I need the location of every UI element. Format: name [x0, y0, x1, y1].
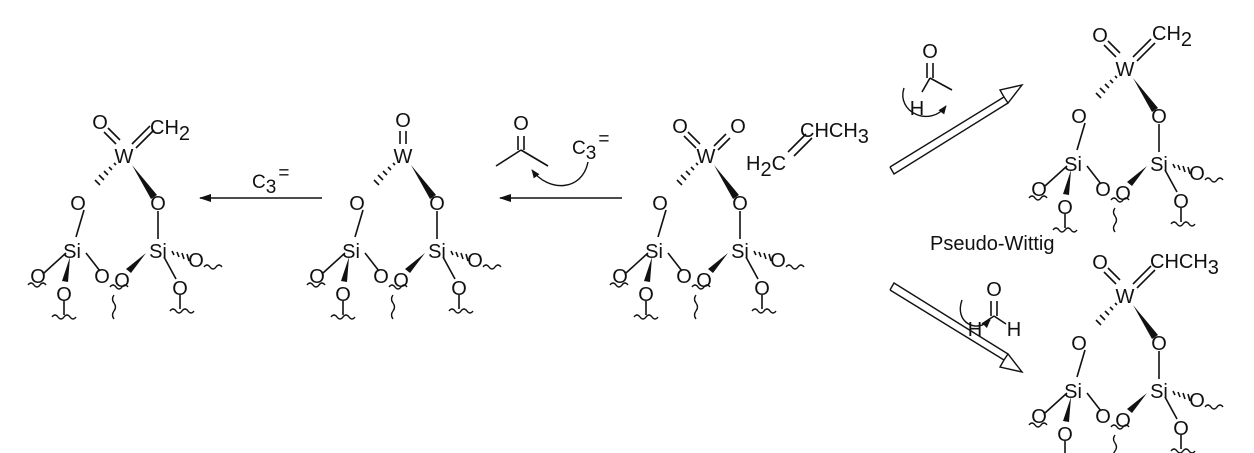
structure-methylidene-right: W O CH2: [1028, 23, 1224, 233]
methylidene-label: CH2: [150, 117, 190, 145]
atom-oxo: O: [92, 112, 108, 134]
reagent-propene-left: C3=: [252, 163, 289, 198]
formaldehyde-h-right: H: [1007, 319, 1021, 341]
formaldehyde-h-left: H: [968, 319, 982, 341]
atom-w: W: [697, 146, 716, 168]
methylidene-label: CH2: [1152, 23, 1192, 51]
ethylidene-label: CHCH3: [1150, 251, 1219, 279]
propene-chch3: CHCH3: [800, 120, 869, 148]
reagent-propene-mid: C3=: [572, 129, 609, 164]
acetone-oxygen: O: [513, 113, 529, 135]
structure-ethylidene: W O CHCH3: [1028, 251, 1224, 453]
arrow-to-oxo: O C3=: [495, 113, 622, 202]
atom-w: W: [115, 146, 134, 168]
atom-oxo: O: [1092, 252, 1108, 274]
formaldehyde-molecule: O H H: [968, 279, 1021, 341]
acetaldehyde-oxygen: O: [922, 41, 938, 63]
structure-dioxo-propene: W O O H2C CHCH3: [609, 116, 869, 320]
propene-molecule: H2C CHCH3: [746, 120, 869, 181]
atom-oxo-right: O: [730, 116, 746, 138]
arrow-wittig-lower: O H H: [889, 279, 1024, 374]
arrow-propene-left: C3=: [199, 163, 322, 202]
structure-methylidene-left: W O CH2: [27, 112, 223, 320]
atom-w: W: [1116, 286, 1135, 308]
propene-h2c: H2C: [746, 153, 786, 181]
acetaldehyde-h: H: [910, 98, 924, 120]
arrow-wittig-upper: O H: [889, 41, 1024, 175]
pseudo-wittig-label: Pseudo-Wittig: [930, 233, 1055, 255]
atom-oxo: O: [1092, 25, 1108, 47]
structure-oxo-middle: W O: [306, 110, 502, 320]
atom-w: W: [1116, 59, 1135, 81]
formaldehyde-oxygen: O: [986, 279, 1002, 301]
atom-oxo-left: O: [672, 116, 688, 138]
atom-oxo: O: [395, 110, 411, 132]
acetaldehyde-molecule: O H: [910, 41, 953, 120]
atom-w: W: [394, 146, 413, 168]
acetone-molecule: O: [495, 113, 549, 167]
